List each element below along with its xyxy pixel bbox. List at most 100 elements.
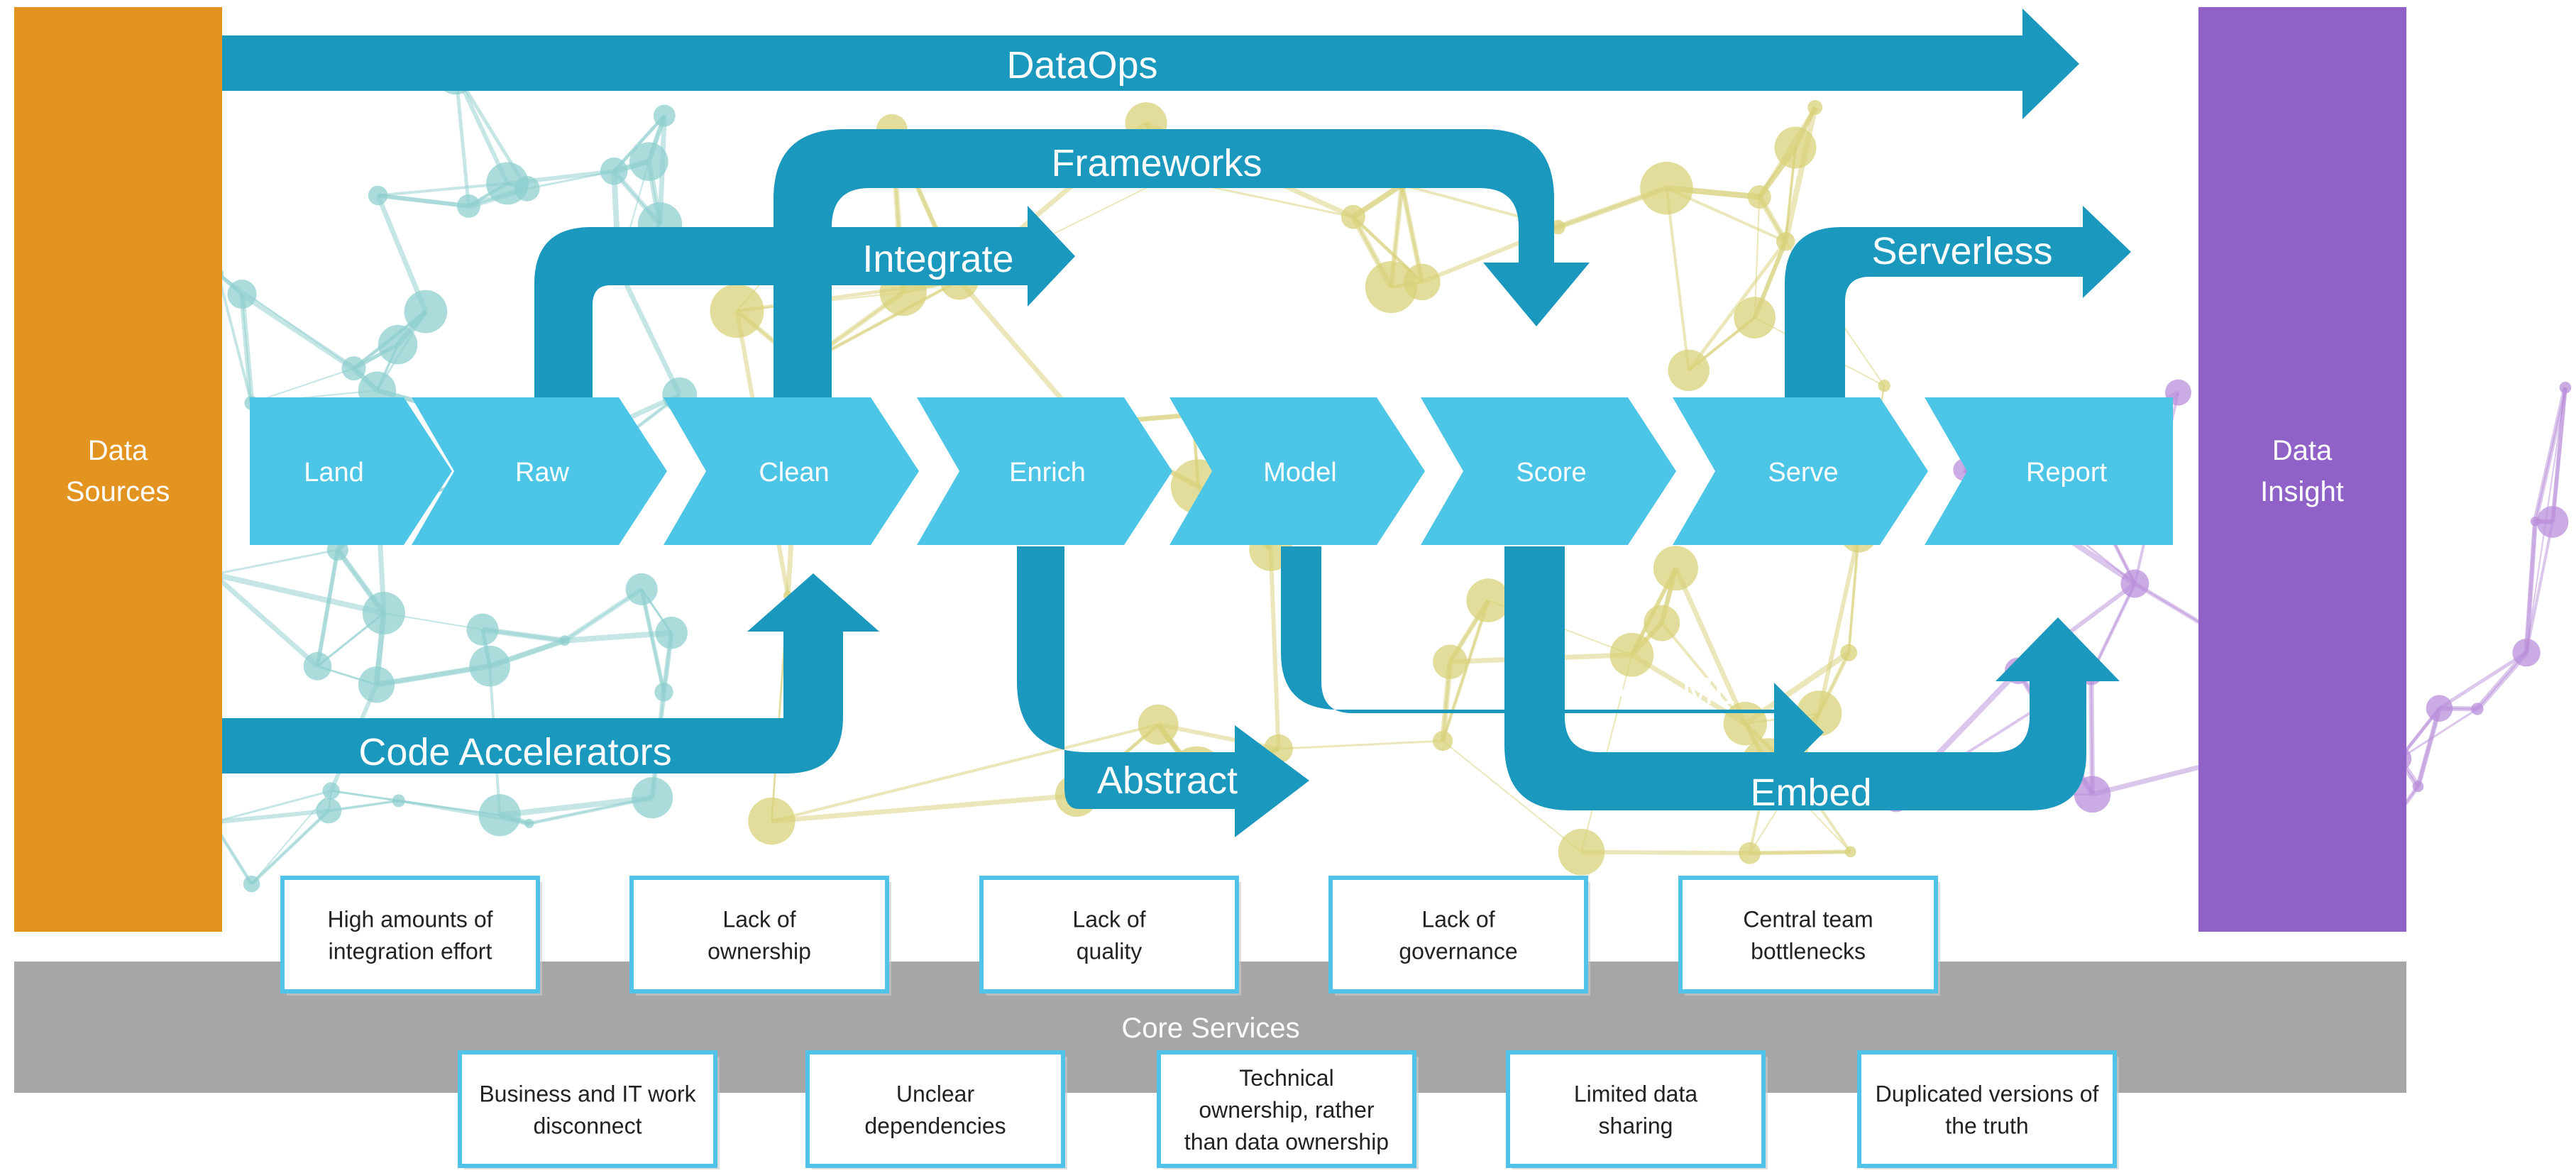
network-node (629, 142, 668, 181)
network-node (2413, 781, 2424, 792)
embed-label: Embed (1750, 771, 1871, 814)
network-node (1776, 232, 1795, 250)
problem-text: Limited data (1574, 1081, 1698, 1107)
network-node (1739, 842, 1761, 864)
network-node (2560, 382, 2572, 394)
problem-text: governance (1399, 939, 1517, 964)
network-node (1138, 705, 1179, 745)
network-node (368, 186, 387, 205)
network-node (457, 194, 480, 218)
problem-text: ownership (708, 939, 811, 964)
network-link (378, 195, 469, 206)
stage-label-clean: Clean (759, 458, 829, 488)
stage-label-score: Score (1516, 458, 1586, 488)
network-node (1653, 546, 1698, 590)
frameworks-label: Frameworks (1051, 142, 1262, 185)
data-sources-label-line2: Sources (66, 476, 170, 507)
problem-box-top-0: High amounts of integration effort (282, 878, 542, 996)
network-node (1558, 829, 1605, 876)
network-node (316, 798, 341, 824)
network-node (748, 798, 795, 844)
network-node (1748, 185, 1771, 209)
network-node (1840, 644, 1857, 661)
problem-box-top-2: Lack of quality (981, 878, 1241, 996)
network-node (1845, 846, 1856, 857)
problem-box-bottom-0: Business and IT work disconnect (460, 1052, 720, 1169)
problem-text: Lack of (1072, 907, 1145, 932)
problem-text: integration effort (329, 939, 492, 964)
network-node (469, 646, 510, 687)
network-node (559, 635, 570, 646)
network-link (331, 791, 399, 800)
network-node (2471, 703, 2483, 715)
network-link (1271, 549, 1279, 749)
problem-text: Unclear (896, 1081, 975, 1107)
network-node (1878, 380, 1890, 392)
network-node (227, 280, 256, 309)
problem-text: sharing (1599, 1113, 1673, 1139)
network-node (466, 614, 498, 646)
integrate-label: Integrate (862, 238, 1013, 280)
network-node (2426, 695, 2453, 722)
problem-text: High amounts of (327, 907, 492, 932)
network-node (2537, 506, 2569, 538)
network-link (1582, 852, 1750, 854)
problem-text: than data ownership (1184, 1129, 1389, 1155)
data-sources-column (14, 7, 222, 932)
network-node (632, 777, 673, 818)
problem-text: quality (1077, 939, 1143, 964)
problem-text: bottlenecks (1751, 939, 1866, 964)
stage-label-raw: Raw (515, 458, 570, 488)
abstract-label: Abstract (1097, 759, 1238, 802)
problem-text: Business and IT work (479, 1081, 696, 1107)
network-link (214, 550, 338, 574)
network-node (1734, 297, 1776, 338)
problem-text: disconnect (534, 1113, 642, 1139)
network-node (1466, 578, 1510, 622)
network-link (1279, 741, 1443, 749)
network-node (1341, 205, 1365, 229)
network-node (655, 617, 687, 649)
network-node (323, 782, 340, 799)
problem-text: dependencies (864, 1113, 1006, 1139)
stage-label-land: Land (304, 458, 364, 488)
network-node (2120, 570, 2149, 598)
network-node (1807, 100, 1822, 115)
network-node (654, 105, 676, 127)
stage-label-report: Report (2026, 458, 2107, 488)
network-node (1644, 605, 1680, 641)
network-link (1750, 852, 1851, 853)
network-node (2512, 639, 2540, 666)
network-node (1774, 127, 1816, 169)
network-node (486, 162, 529, 204)
network-node (479, 794, 521, 836)
network-node (524, 819, 534, 828)
stage-label-model: Model (1263, 458, 1337, 488)
network-node (626, 573, 658, 605)
network-link (252, 810, 329, 883)
network-node (600, 158, 628, 185)
problem-text: ownership, rather (1199, 1097, 1375, 1123)
stage-label-serve: Serve (1768, 458, 1838, 488)
data-insight-label-line2: Insight (2260, 476, 2344, 507)
network-node (1433, 644, 1467, 678)
problem-text: Duplicated versions of (1876, 1081, 2099, 1107)
network-node (1433, 731, 1453, 751)
data-insight-label-line1: Data (2272, 435, 2333, 466)
network-node (392, 794, 405, 807)
stage-label-enrich: Enrich (1009, 458, 1086, 488)
network-node (404, 290, 448, 334)
network-node (1668, 350, 1709, 391)
network-node (341, 356, 365, 380)
network-link (317, 550, 337, 666)
serverless-label: Serverless (1871, 230, 2052, 272)
data-sources-label-line1: Data (88, 435, 148, 466)
network-node (378, 325, 418, 365)
network-node (304, 652, 332, 681)
automl-label: AutoML (1603, 670, 1735, 712)
